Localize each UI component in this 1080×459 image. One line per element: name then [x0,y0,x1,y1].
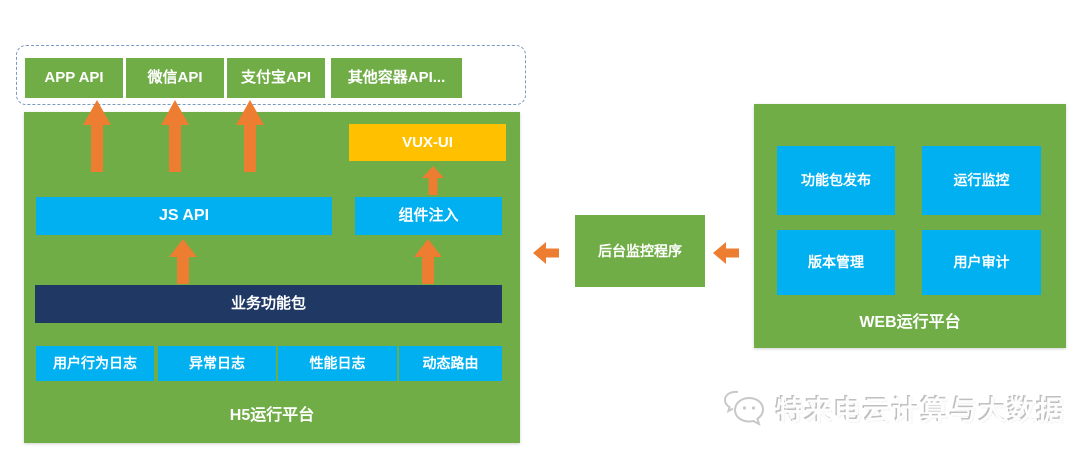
web-platform-box: 功能包发布 运行监控 版本管理 用户审计 WEB运行平台 [754,104,1066,348]
api-box-app: APP API [25,58,123,98]
arrow-up-to-wechat-api [161,100,189,172]
backend-monitor-box: 后台监控程序 [575,215,705,287]
log-box-user-behavior: 用户行为日志 [36,346,154,381]
arrow-up-to-component-injection [414,239,442,284]
arrow-up-to-alipay-api [236,100,264,172]
module-version-management: 版本管理 [777,230,895,295]
web-platform-title: WEB运行平台 [859,314,961,331]
h5-platform-box: VUX-UI JS API 组件注入 业务功能包 用户行为日志 异常日志 性能日… [24,112,520,443]
log-box-exception: 异常日志 [158,346,276,381]
watermark-text: 特来电云计算与大数据 [776,395,1066,426]
component-injection-box: 组件注入 [355,197,502,235]
module-package-publish: 功能包发布 [777,146,895,215]
log-box-performance: 性能日志 [278,346,397,381]
api-box-wechat: 微信API [126,58,224,98]
module-runtime-monitor: 运行监控 [922,146,1041,215]
log-box-dynamic-routing: 动态路由 [399,346,502,381]
arrow-up-to-app-api [83,100,111,172]
arrow-up-to-vux-ui [422,166,444,195]
wechat-bubbles-icon [723,390,765,427]
module-user-audit: 用户审计 [922,230,1041,295]
watermark: 特来电云计算与大数据 [722,388,1066,428]
api-group-dashed-border [16,45,526,105]
api-box-other-containers: 其他容器API... [331,58,462,98]
vux-ui-box: VUX-UI [349,124,506,161]
arrow-left-monitor-to-h5 [533,242,559,264]
business-package-box: 业务功能包 [35,285,502,323]
js-api-box: JS API [36,197,332,235]
arrow-left-web-to-monitor [713,242,739,264]
api-box-alipay: 支付宝API [227,58,325,98]
arrow-up-to-js-api [169,239,197,284]
h5-platform-title: H5运行平台 [229,407,315,424]
